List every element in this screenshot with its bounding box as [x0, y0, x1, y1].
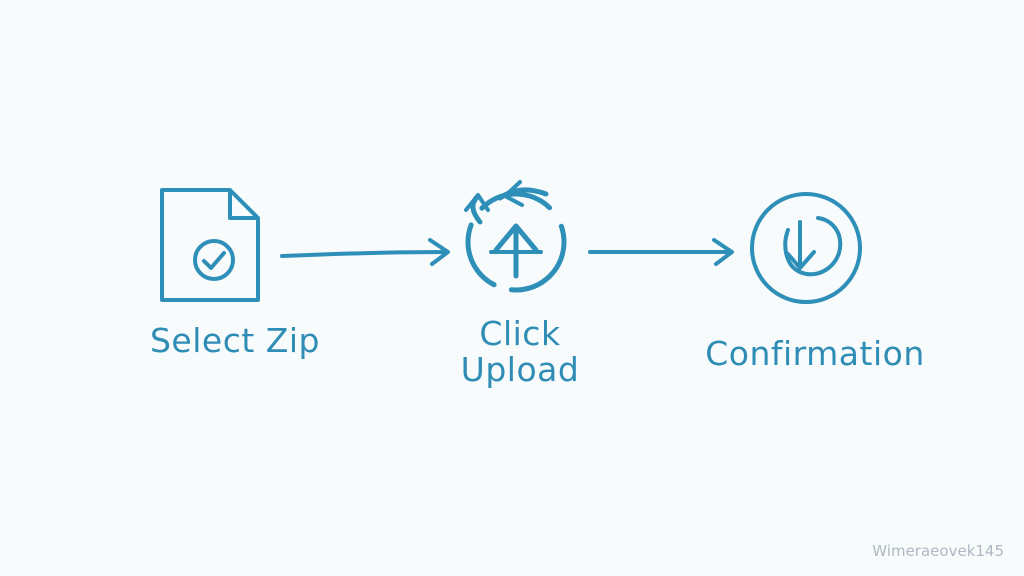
arrow-1-icon	[280, 238, 450, 266]
upload-arrow-head	[493, 223, 539, 253]
check-circle	[193, 239, 235, 281]
arrow-1-line	[280, 250, 448, 258]
step-label-click-upload: Click Upload	[460, 314, 580, 389]
down-arrow-head	[786, 250, 816, 270]
check-mark	[202, 251, 226, 270]
download-circle-icon	[750, 192, 862, 304]
arrow-2-icon	[588, 238, 734, 266]
cycle-ring	[465, 191, 567, 293]
arrow-1-head	[428, 238, 450, 266]
inner-ring	[783, 216, 843, 277]
file-outline	[160, 188, 260, 302]
file-corner-fold	[228, 190, 258, 220]
step-label-select-zip: Select Zip	[149, 321, 321, 360]
upload-cycle-icon	[464, 180, 567, 293]
cycle-arrow-top-head	[503, 180, 524, 207]
confirmation-circle	[750, 192, 862, 304]
step-label-confirmation: Confirmation	[705, 334, 925, 373]
watermark-text: Wimeraeovek145	[872, 542, 1004, 560]
file-check-icon	[160, 188, 260, 302]
cycle-arrow-left-head	[464, 193, 490, 212]
arrow-2-head	[712, 238, 734, 266]
